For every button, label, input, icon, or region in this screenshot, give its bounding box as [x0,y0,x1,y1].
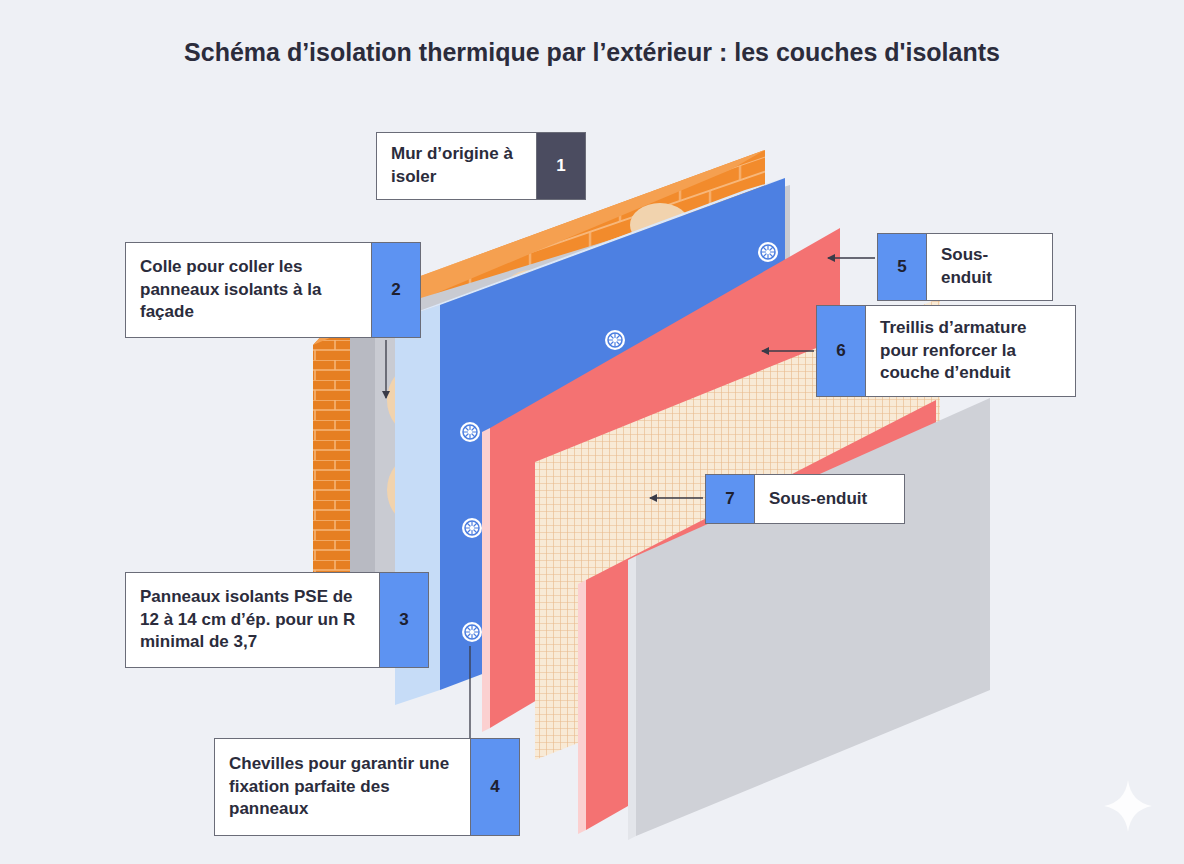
callout-text: Mur d’origine à isoler [377,133,536,199]
callout-number: 6 [817,306,866,396]
callout-number: 2 [371,243,420,337]
diagram-title: Schéma d’isolation thermique par l’extér… [0,38,1184,67]
callout-box: Panneaux isolants PSE de 12 à 14 cm d’ép… [125,572,429,668]
callout-box: 6Treillis d’armature pour renforcer la c… [816,305,1076,397]
callout-box: 5Sous-enduit [877,233,1053,301]
callout-text: Chevilles pour garantir une fixation par… [215,739,470,835]
callout-text: Sous-enduit [755,475,904,523]
callout-box: Chevilles pour garantir une fixation par… [214,738,520,836]
callout-text: Sous-enduit [927,234,1052,300]
finish-panel [628,398,990,840]
callout-box: Colle pour coller les panneaux isolants … [125,242,421,338]
callout-box: Mur d’origine à isoler1 [376,132,586,200]
callout-text: Treillis d’armature pour renforcer la co… [866,306,1075,396]
callout-text: Colle pour coller les panneaux isolants … [126,243,371,337]
callout-number: 5 [878,234,927,300]
sparkle-watermark [1104,780,1152,832]
callout-number: 1 [536,133,585,199]
callout-text: Panneaux isolants PSE de 12 à 14 cm d’ép… [126,573,379,667]
callout-number: 4 [470,739,519,835]
callout-number: 3 [379,573,428,667]
callout-number: 7 [706,475,755,523]
callout-box: 7Sous-enduit [705,474,905,524]
